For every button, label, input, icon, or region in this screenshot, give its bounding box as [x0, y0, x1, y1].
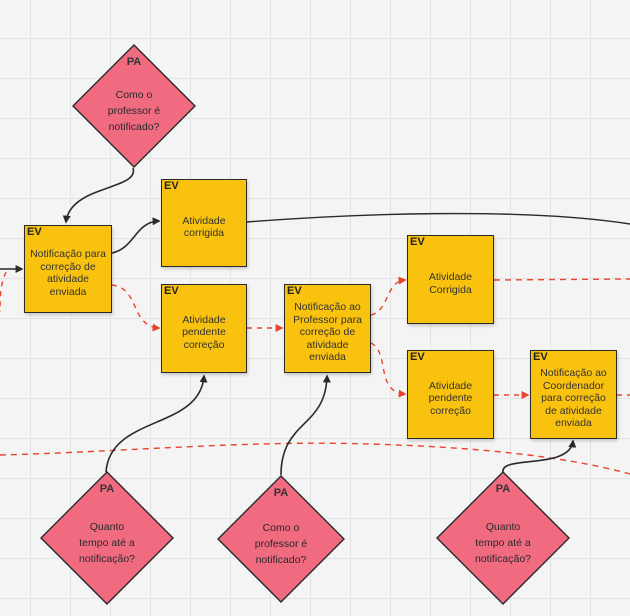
question-tag: PA — [273, 487, 289, 499]
connector-teacher-to-corrected-2[interactable] — [370, 276, 407, 316]
event-notification-correction[interactable]: EV Notificação para correção de atividad… — [24, 225, 112, 313]
diamond-shape — [436, 471, 570, 605]
diamond-shape — [217, 475, 345, 603]
event-text: Notificação ao Coordenador para correção… — [540, 367, 607, 430]
question-text: Como o professor é notificado? — [107, 88, 161, 133]
event-text: Notificação ao Professor para correção d… — [293, 301, 362, 364]
question-tag: PA — [99, 483, 115, 495]
question-text: Quanto tempo até a notificação? — [474, 521, 532, 566]
event-tag: EV — [164, 285, 179, 297]
connector-question-bottom-middle-to-teacher[interactable] — [280, 374, 331, 476]
question-diamond-top[interactable]: PA Como o professor é notificado? — [72, 44, 196, 168]
question-tag: PA — [495, 483, 511, 495]
diamond-shape — [40, 471, 174, 605]
event-text: Atividade pendente correção — [428, 379, 473, 417]
event-notification-coordinator[interactable]: EV Notificação ao Coordenador para corre… — [530, 350, 617, 439]
question-diamond-bottom-right[interactable]: PA Quanto tempo até a notificação? — [436, 471, 570, 605]
question-text: Como o professor é notificado? — [254, 522, 308, 567]
event-tag: EV — [164, 180, 179, 192]
event-tag: EV — [410, 351, 425, 363]
event-tag: EV — [533, 351, 548, 363]
connector-notification-to-pending[interactable] — [111, 284, 161, 332]
connector-question-bottom-right-to-coordinator[interactable] — [502, 439, 577, 473]
connector-question-bottom-left-to-pending[interactable] — [105, 374, 208, 473]
event-text: Atividade Corrigida — [428, 271, 473, 296]
connector-corrected-to-right[interactable] — [246, 212, 630, 225]
event-text: Notificação para correção de atividade e… — [30, 248, 106, 298]
connector-corrected-2-to-right[interactable] — [493, 278, 630, 281]
connector-notification-to-corrected[interactable] — [111, 217, 161, 254]
question-diamond-bottom-left[interactable]: PA Quanto tempo até a notificação? — [40, 471, 174, 605]
question-diamond-bottom-middle[interactable]: PA Como o professor é notificado? — [217, 475, 345, 603]
event-tag: EV — [287, 285, 302, 297]
event-activity-pending-2[interactable]: EV Atividade pendente correção — [407, 350, 494, 439]
event-activity-pending[interactable]: EV Atividade pendente correção — [161, 284, 247, 373]
diamond-shape — [72, 44, 196, 168]
event-text: Atividade corrigida — [182, 214, 226, 240]
event-tag: EV — [410, 236, 425, 248]
event-notification-teacher[interactable]: EV Notificação ao Professor para correçã… — [284, 284, 371, 373]
dashed-connector-left-edge[interactable] — [0, 271, 7, 313]
connector-teacher-to-pending-2[interactable] — [370, 342, 407, 398]
connector-question-top-to-notification[interactable] — [62, 167, 135, 224]
question-text: Quanto tempo até a notificação? — [78, 521, 136, 566]
event-text: Atividade pendente correção — [182, 313, 226, 351]
question-tag: PA — [126, 56, 142, 68]
event-activity-corrected[interactable]: EV Atividade corrigida — [161, 179, 247, 267]
dashed-connector-long-curve[interactable] — [0, 442, 630, 475]
event-tag: EV — [27, 226, 42, 238]
event-activity-corrected-2[interactable]: EV Atividade Corrigida — [407, 235, 494, 324]
